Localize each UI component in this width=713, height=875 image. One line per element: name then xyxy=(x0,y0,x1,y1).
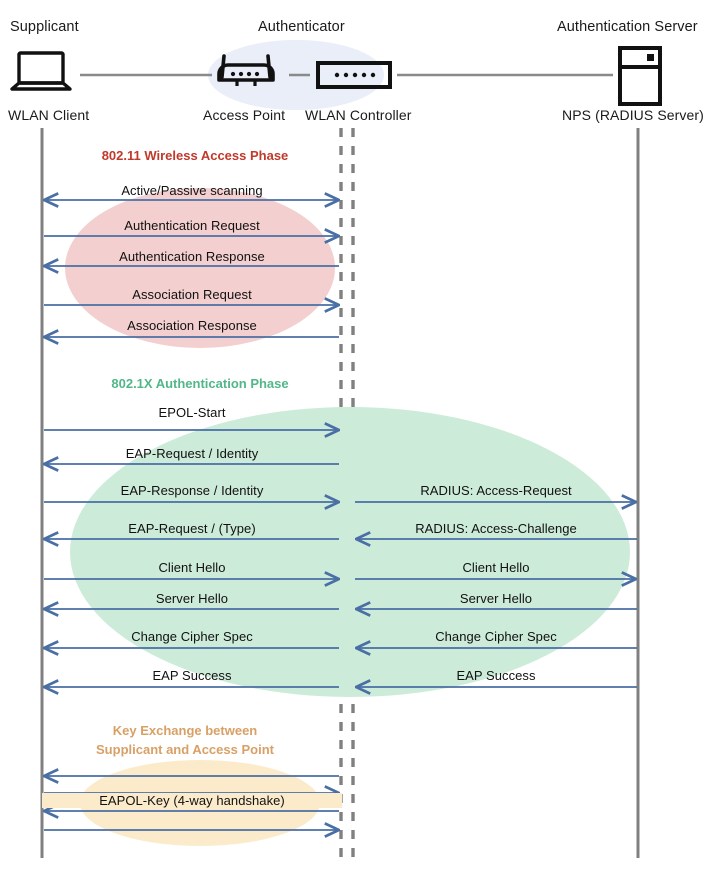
message-label-eap-success-left: EAP Success xyxy=(152,668,232,683)
message-label-association-response: Association Response xyxy=(127,318,257,333)
phase-label-wireless-access: 802.11 Wireless Access Phase xyxy=(101,148,289,163)
phase-ellipse-8021x xyxy=(70,407,630,697)
message-label-change-cipher-spec-right: Change Cipher Spec xyxy=(435,629,557,644)
actor-role-authenticator: Authenticator xyxy=(258,19,345,35)
message-label-client-hello-left: Client Hello xyxy=(158,560,226,575)
wlan-controller-icon xyxy=(316,61,392,89)
message-label-change-cipher-spec-left: Change Cipher Spec xyxy=(131,629,253,644)
message-label-radius-access-challenge: RADIUS: Access-Challenge xyxy=(415,521,577,536)
message-label-server-hello-right: Server Hello xyxy=(459,591,533,606)
arrows-80211 xyxy=(44,200,339,337)
server-icon xyxy=(618,46,662,106)
message-label-active-passive-scanning: Active/Passive scanning xyxy=(121,183,263,198)
actor-role-auth-server: Authentication Server xyxy=(557,19,698,35)
phase-label-dot1x-auth: 802.1X Authentication Phase xyxy=(111,376,289,391)
phase-label-key-exchange-line1: Key Exchange between xyxy=(112,723,258,738)
message-label-client-hello-right: Client Hello xyxy=(462,560,530,575)
message-label-authentication-request: Authentication Request xyxy=(124,218,260,233)
message-label-authentication-response: Authentication Response xyxy=(119,249,265,264)
actor-device-wlan-controller: WLAN Controller xyxy=(305,107,412,123)
message-label-association-request: Association Request xyxy=(132,287,252,302)
message-label-server-hello-left: Server Hello xyxy=(155,591,229,606)
message-label-eap-response-identity: EAP-Response / Identity xyxy=(120,483,264,498)
phase-label-key-exchange-line2: Supplicant and Access Point xyxy=(96,742,274,757)
access-point-icon xyxy=(217,54,275,86)
message-label-radius-access-request: RADIUS: Access-Request xyxy=(420,483,572,498)
message-label-epol-start: EPOL-Start xyxy=(158,405,226,420)
message-label-eap-request-identity: EAP-Request / Identity xyxy=(125,446,259,461)
arrows-8021x-right xyxy=(355,502,637,687)
arrows-8021x-left xyxy=(44,430,339,687)
actor-device-nps: NPS (RADIUS Server) xyxy=(562,107,704,123)
phase-ellipse-80211 xyxy=(65,188,335,348)
message-label-eap-success-right: EAP Success xyxy=(456,668,536,683)
actor-device-wlan-client: WLAN Client xyxy=(8,107,90,123)
actor-device-access-point: Access Point xyxy=(203,107,286,123)
message-label-eap-request-type: EAP-Request / (Type) xyxy=(128,521,256,536)
actor-role-supplicant: Supplicant xyxy=(10,19,79,35)
laptop-icon xyxy=(10,51,72,91)
message-label-eapol-key: EAPOL-Key (4-way handshake) xyxy=(42,793,342,808)
access-point-leds xyxy=(230,71,260,77)
